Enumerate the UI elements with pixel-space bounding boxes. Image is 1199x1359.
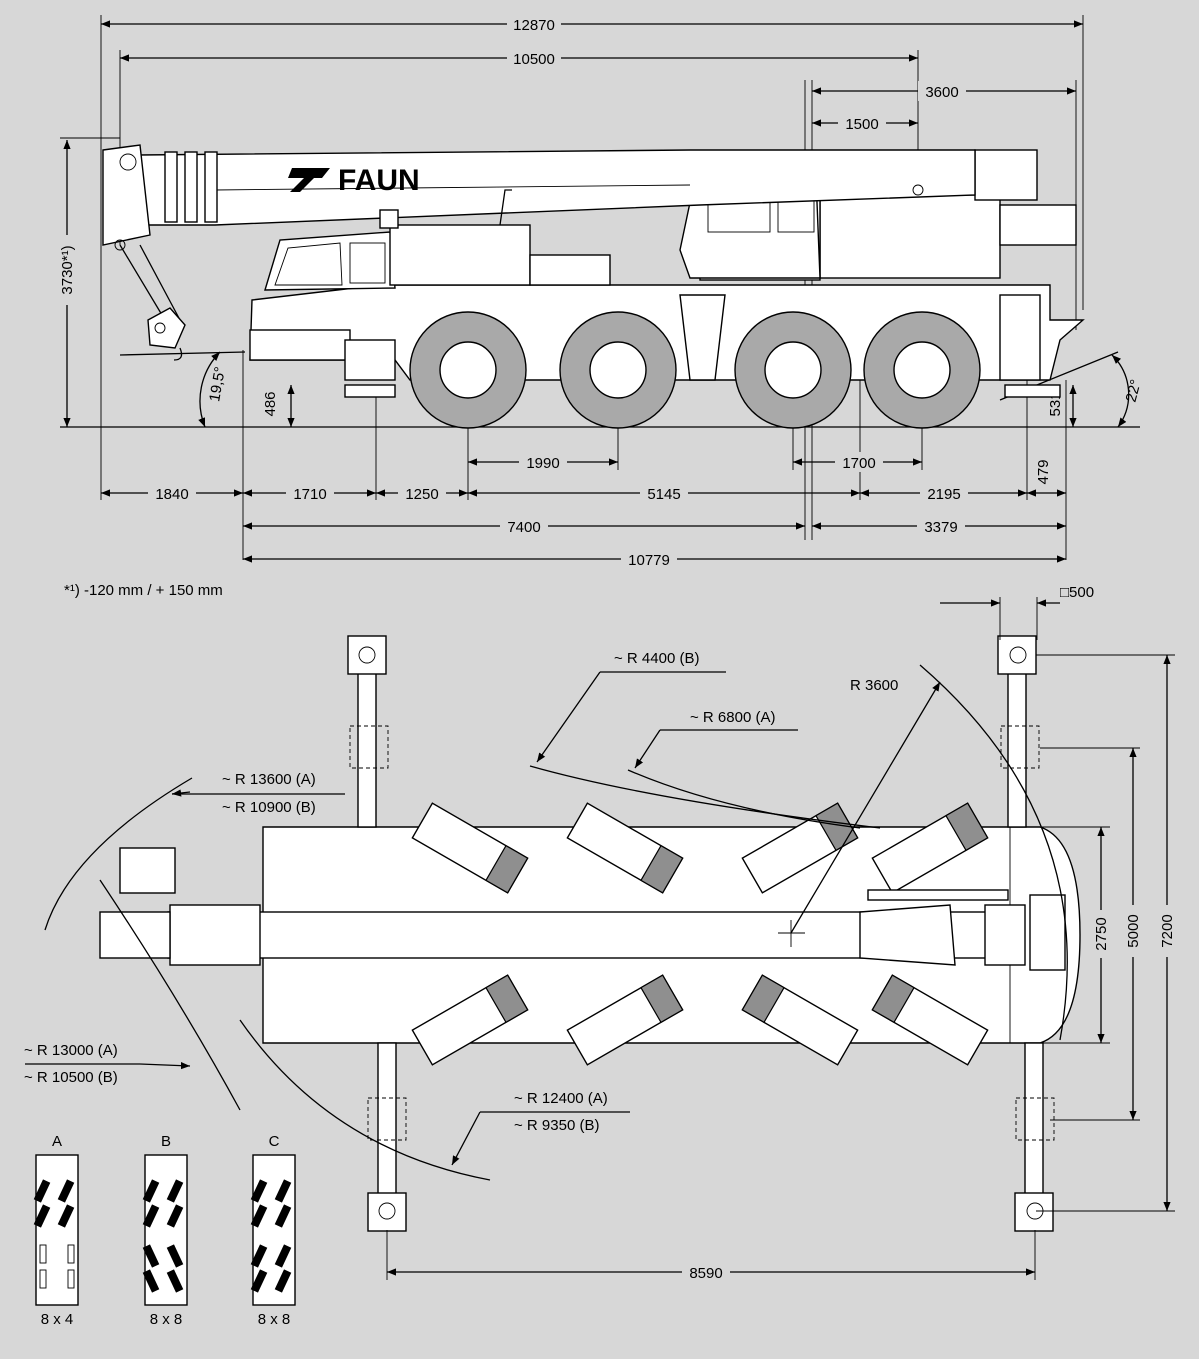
dim-1700: 1700 [842, 455, 875, 472]
dim-3379: 3379 [924, 519, 957, 536]
radius-12400-label: ~ R 12400 (A) [514, 1090, 608, 1107]
mode-c-letter: C [269, 1133, 280, 1150]
mode-b-drive: 8 x 8 [150, 1311, 183, 1328]
dim-1250: 1250 [405, 486, 438, 503]
radius-10500-label: ~ R 10500 (B) [24, 1069, 118, 1086]
dim-7200: 7200 [1159, 914, 1176, 947]
radius-9350-label: ~ R 9350 (B) [514, 1117, 599, 1134]
top-view-tires [411, 802, 989, 1066]
height-footnote: *¹) -120 mm / + 150 mm [64, 582, 223, 599]
steering-modes: A 8 x 4 B 8 x 8 C [33, 1133, 296, 1328]
outriggers [347, 635, 1055, 1232]
radius-4400-label: ~ R 4400 (B) [614, 650, 699, 667]
angle-19-5: 19,5° [206, 365, 229, 403]
top-view: ~ R 4400 (B) ~ R 6800 (A) R 3600 ~ R 136… [24, 584, 1177, 1282]
dim-531: 531 [1047, 391, 1064, 416]
dim-10779: 10779 [628, 552, 670, 569]
dim-479: 479 [1035, 459, 1052, 484]
faun-logo-icon [288, 168, 330, 192]
wheels [409, 311, 981, 429]
mode-b-letter: B [161, 1133, 171, 1150]
dim-1840: 1840 [155, 486, 188, 503]
side-view: 12870 10500 3600 1500 3730*¹) 705 486 53… [57, 14, 1145, 599]
dim-1710: 1710 [293, 486, 326, 503]
dim-10500: 10500 [513, 51, 555, 68]
boom-top [167, 911, 989, 959]
radius-6800-label: ~ R 6800 (A) [690, 709, 775, 726]
dim-5145: 5145 [647, 486, 680, 503]
dim-3730: 3730*¹) [59, 245, 76, 294]
radius-10900-label: ~ R 10900 (B) [222, 799, 316, 816]
mode-a-drive: 8 x 4 [41, 1311, 74, 1328]
radius-13000-label: ~ R 13000 (A) [24, 1042, 118, 1059]
mode-a-outline [35, 1154, 79, 1306]
brand-logo-text: FAUN [338, 164, 420, 197]
radius-3600-label: R 3600 [850, 677, 898, 694]
mode-a-letter: A [52, 1133, 62, 1150]
dim-1500: 1500 [845, 116, 878, 133]
radius-13600-label: ~ R 13600 (A) [222, 771, 316, 788]
dim-486: 486 [262, 391, 279, 416]
mode-c-drive: 8 x 8 [258, 1311, 291, 1328]
angle-22: 22° [1123, 378, 1145, 404]
dim-8590: 8590 [689, 1265, 722, 1282]
radius-labels: ~ R 4400 (B) ~ R 6800 (A) R 3600 ~ R 136… [24, 650, 898, 1134]
radius-leaders [25, 671, 941, 1166]
dim-12870: 12870 [513, 17, 555, 34]
dim-5000: 5000 [1125, 914, 1142, 947]
dim-7400: 7400 [507, 519, 540, 536]
turning-arcs [44, 664, 1068, 1181]
dim-2750: 2750 [1093, 917, 1110, 950]
crane-side-drawing: FAUN [102, 144, 1085, 429]
top-dimension-labels: □500 7200 5000 2750 8590 [682, 584, 1177, 1282]
dim-3600: 3600 [925, 84, 958, 101]
dim-2195: 2195 [927, 486, 960, 503]
dim-1990: 1990 [526, 455, 559, 472]
outrigger-pad-size: □500 [1060, 584, 1094, 601]
